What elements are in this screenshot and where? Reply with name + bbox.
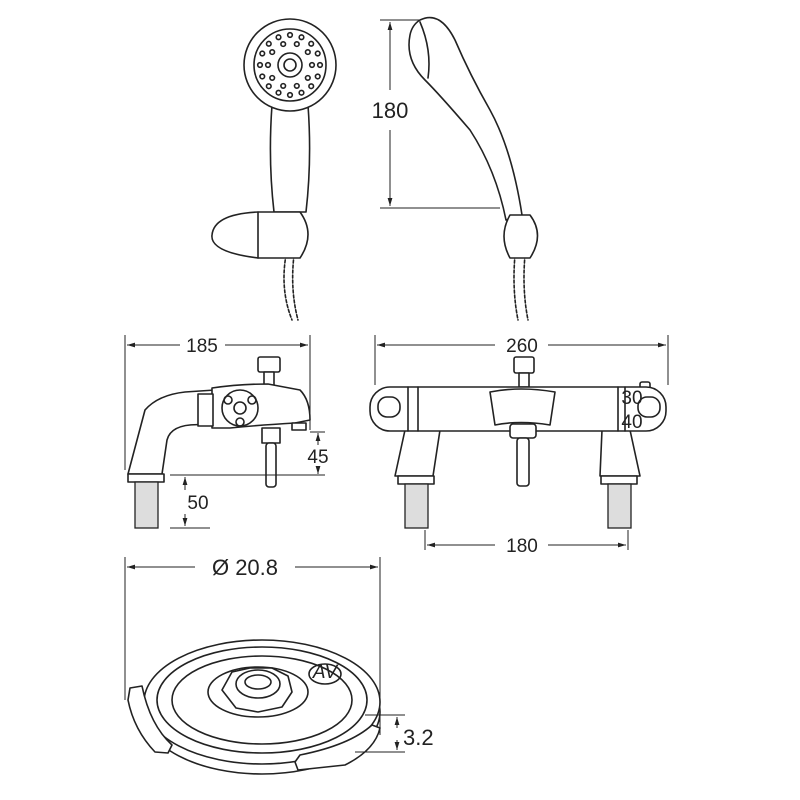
spray-hole (293, 82, 300, 90)
spray-hole (269, 48, 276, 56)
disc-diameter-label: Ø 20.8 (212, 555, 278, 580)
handset-height-label: 180 (372, 98, 409, 123)
spray-hole (308, 61, 316, 69)
tail-length-label: 50 (187, 493, 208, 514)
scale-mark-40: 40 (621, 412, 642, 433)
spray-hole (256, 61, 264, 69)
spray-hole (304, 74, 311, 82)
spray-hole (264, 61, 272, 69)
spray-hole (280, 40, 287, 48)
spray-hole (269, 74, 276, 82)
spray-hole (259, 50, 266, 57)
spray-hole (259, 73, 266, 80)
spray-hole (280, 82, 287, 90)
handset-side-view (408, 16, 539, 321)
spray-hole (314, 50, 321, 57)
spray-hole (286, 31, 294, 39)
spray-hole (298, 34, 305, 41)
spray-hole (304, 48, 311, 56)
overall-width-label: 260 (506, 336, 538, 357)
spray-hole (286, 91, 294, 99)
spray-hole (275, 89, 282, 96)
spray-hole (265, 83, 272, 90)
mixer-depth-label: 185 (186, 336, 218, 357)
spray-hole (314, 73, 321, 80)
spray-hole (308, 40, 315, 47)
handset-height-dimension: 180 (372, 19, 500, 209)
logo-mark: AV (312, 662, 340, 683)
disc-thickness-label: 3.2 (403, 725, 434, 750)
handset-front-view (211, 18, 337, 321)
spray-hole (298, 89, 305, 96)
spray-holes (256, 31, 324, 99)
spout-height-label: 45 (307, 447, 328, 468)
mixer-side-view: 185 45 50 (124, 335, 329, 529)
spray-hole (308, 83, 315, 90)
flange-disc-view: Ø 20.8 AV 3.2 (124, 555, 434, 775)
spray-hole (293, 40, 300, 48)
spray-hole (275, 34, 282, 41)
spray-hole (265, 40, 272, 47)
centres-label: 180 (506, 536, 538, 557)
mixer-front-view: 260 30 40 180 (369, 335, 669, 557)
scale-mark-30: 30 (621, 388, 642, 409)
spray-hole (316, 61, 324, 69)
